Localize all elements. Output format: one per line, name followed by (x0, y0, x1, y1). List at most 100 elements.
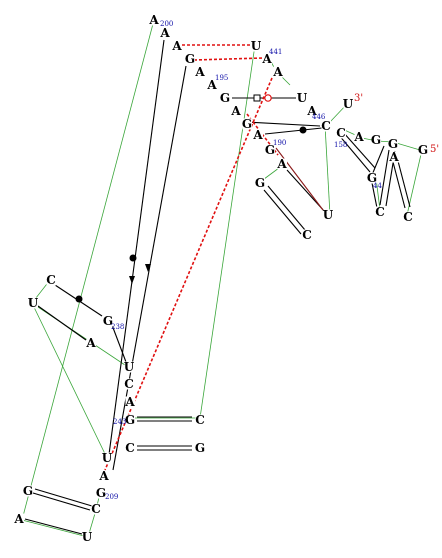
backbone-left-outer (21, 19, 155, 521)
nt-bg-g_e (23, 485, 33, 497)
nt-bg-c_a (46, 274, 56, 286)
three-prime-end-label: 3' (354, 93, 363, 104)
nt-bg-a195 (207, 79, 217, 91)
nucleotide-c158: C (336, 126, 346, 140)
nucleotide-a193: A (230, 104, 241, 118)
nucleotide-a447: A (353, 130, 364, 144)
nucleotide-a_c: A (98, 469, 109, 483)
pair-a40-c41-b (397, 160, 411, 208)
nucleotide-c_d: C (125, 441, 135, 455)
nucleotide-g194: G (220, 91, 230, 105)
nucleotide-g5p: G (418, 143, 428, 157)
nt-bg-g238 (103, 315, 113, 327)
pair-g-g209-a (34, 488, 93, 507)
position-number-209: 209 (105, 493, 118, 501)
nucleotide-a442: A (261, 52, 272, 66)
nt-bg-c_c (195, 414, 205, 426)
nucleotide-a40: A (388, 150, 399, 164)
nt-bg-u441 (251, 40, 261, 52)
nucleotide-g192: G (242, 117, 252, 131)
nucleotide-c187: C (302, 228, 312, 242)
nt-bg-g192 (242, 118, 252, 130)
nt-bg-c41 (403, 211, 413, 223)
pair-g188-u186-b (263, 189, 302, 235)
nt-bg-g190 (265, 144, 275, 156)
nucleotide-g188: G (255, 176, 265, 190)
position-number-238: 238 (111, 323, 124, 331)
marker-dot-stem (129, 254, 137, 262)
nucleotide-u444: U (297, 91, 308, 105)
nucleotide-u_d: U (82, 530, 93, 544)
nt-bg-a199 (160, 27, 170, 39)
nc-long-diagonal (104, 77, 273, 471)
marker-dot-c446 (299, 126, 307, 134)
nucleotide-c41: C (403, 210, 413, 224)
nt-bg-a447 (354, 131, 364, 143)
pair-stem-c-b (337, 133, 371, 173)
nt-bg-a_d (14, 513, 24, 525)
nucleotide-u_a: U (28, 296, 39, 310)
nt-bg-u_d (82, 531, 92, 543)
nucleotide-a199: A (159, 26, 170, 40)
nucleotide-a200: A (148, 13, 159, 27)
nt-bg-c158 (336, 127, 346, 139)
pair-a193-c446 (245, 121, 321, 127)
marker-arrow-2 (145, 264, 151, 272)
nucleotide-u_c: U (102, 451, 113, 465)
nt-bg-u444 (297, 92, 307, 104)
nt-bg-a445 (307, 105, 317, 117)
position-number-441: 441 (269, 48, 282, 56)
nt-bg-g197 (185, 53, 195, 65)
nucleotide-g209: G (96, 486, 106, 500)
nucleotide-g238: G (103, 314, 113, 328)
marker-dot-loop (75, 295, 83, 303)
nucleotide-a443: A (272, 65, 283, 79)
nt-bg-a_a (86, 337, 96, 349)
position-number-44: 44 (373, 182, 382, 190)
nt-bg-g194 (220, 92, 230, 104)
pair-stem-c-c (342, 131, 376, 169)
nt-bg-c_d (125, 442, 135, 454)
strand-ends: 3'5' (354, 93, 439, 155)
position-number-190: 190 (273, 139, 286, 147)
pair-g44-c42-a (371, 182, 378, 209)
nucleotide-g_d: G (195, 441, 205, 455)
nucleotide-g44: G (367, 171, 377, 185)
pair-g188-u186-a (267, 185, 306, 231)
position-number-200: 200 (160, 20, 173, 28)
nt-bg-u_a (28, 297, 38, 309)
nt-bg-a443 (273, 66, 283, 78)
nucleotide-a_a: A (85, 336, 96, 350)
nt-bg-a193 (231, 105, 241, 117)
nucleotide-c_e: C (91, 502, 101, 516)
nt-bg-g_d (195, 442, 205, 454)
nc-g197-a442 (193, 57, 264, 61)
position-number-243: 243 (113, 418, 126, 426)
nucleotide-g197: G (185, 52, 195, 66)
nt-bg-a200 (149, 14, 159, 26)
nucleotide-g190: G (265, 143, 275, 157)
nt-bg-g44 (367, 172, 377, 184)
pair-a40-c41-a (392, 161, 406, 209)
nucleotide-c_b: C (124, 377, 134, 391)
nucleotide-g243: G (125, 413, 135, 427)
nt-bg-a40 (389, 151, 399, 163)
nucleotide-u186: U (323, 208, 334, 222)
nucleotide-a_d: A (13, 512, 24, 526)
nucleotide-c_c: C (195, 413, 205, 427)
nt-bg-a_b (125, 396, 135, 408)
nucleotide-a198: A (171, 39, 182, 53)
base-pair-lines (24, 39, 411, 535)
marker-square (253, 94, 261, 102)
backbone-hairpin-bottom (21, 492, 101, 538)
nucleotide-a445: A (306, 104, 317, 118)
nt-bg-a196 (195, 66, 205, 78)
nt-bg-a442 (262, 53, 272, 65)
long-strand-1 (107, 39, 165, 463)
backbone-loop-mid (31, 302, 108, 459)
nt-bg-c446 (321, 120, 331, 132)
nucleotide-u_b: U (124, 360, 135, 374)
